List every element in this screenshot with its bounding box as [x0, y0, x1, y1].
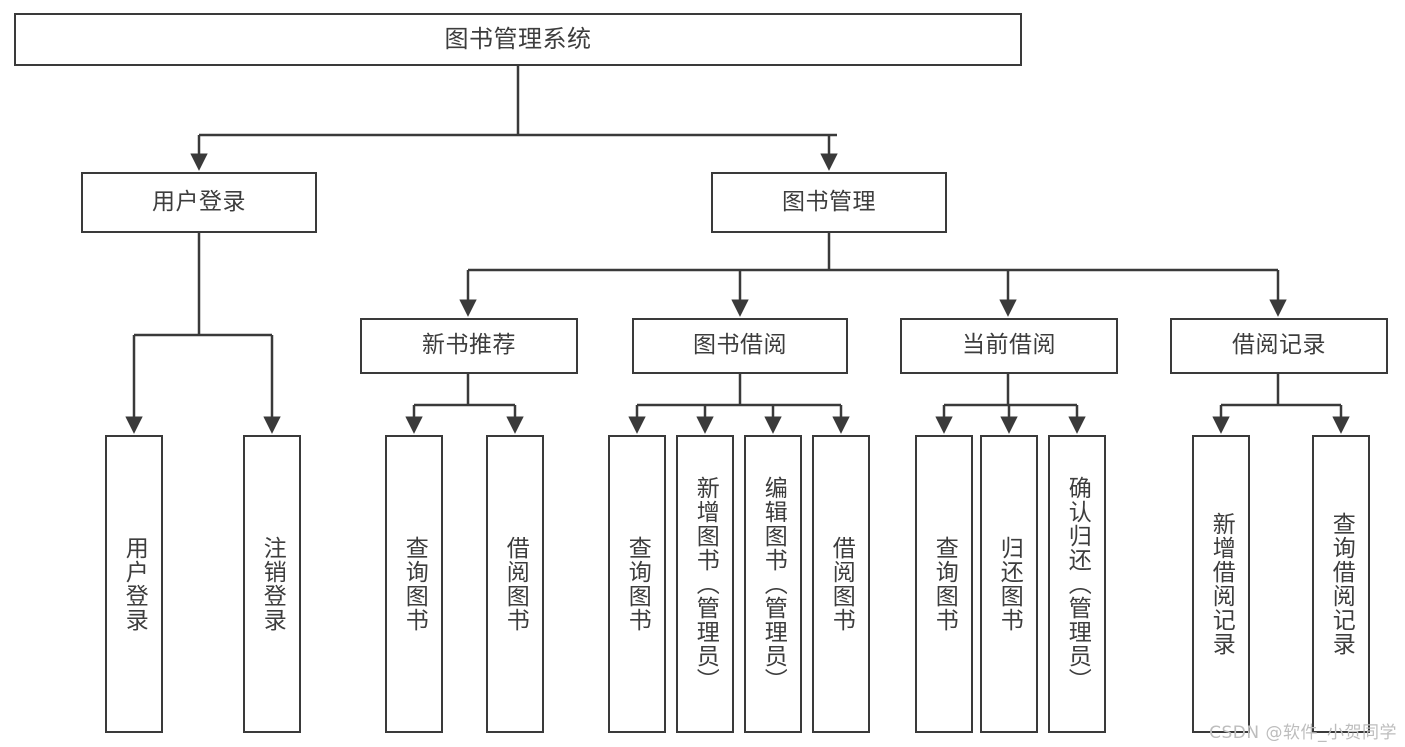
leaf-book-borrow-edit-book-admin[interactable]: 编辑图书（管理员） — [744, 435, 802, 733]
node-label: 查询借阅记录 — [1328, 512, 1355, 656]
leaf-book-borrow-add-book-admin[interactable]: 新增图书（管理员） — [676, 435, 734, 733]
node-label: 当前借阅 — [962, 332, 1056, 359]
node-book-management[interactable]: 图书管理 — [711, 172, 947, 233]
node-label: 借阅图书 — [502, 536, 529, 632]
node-label: 借阅图书 — [828, 536, 855, 632]
node-label: 借阅记录 — [1232, 332, 1326, 359]
node-label: 用户登录 — [152, 188, 246, 215]
node-label: 注销登录 — [259, 536, 286, 632]
node-label: 新增借阅记录 — [1208, 512, 1235, 656]
node-label: 新书推荐 — [422, 332, 516, 359]
node-label: 图书管理系统 — [444, 25, 592, 54]
node-label: 查询图书 — [624, 536, 651, 632]
node-root-book-management-system[interactable]: 图书管理系统 — [14, 13, 1022, 66]
leaf-user-login-logout[interactable]: 注销登录 — [243, 435, 301, 733]
leaf-new-book-query-book[interactable]: 查询图书 — [385, 435, 443, 733]
leaf-borrow-record-query-record[interactable]: 查询借阅记录 — [1312, 435, 1370, 733]
leaf-user-login-login[interactable]: 用户登录 — [105, 435, 163, 733]
node-label: 新增图书（管理员） — [692, 476, 719, 692]
node-label: 图书借阅 — [693, 332, 787, 359]
watermark: CSDN @软件_小贺同学 — [1209, 723, 1397, 743]
node-label: 用户登录 — [121, 536, 148, 632]
node-label: 编辑图书（管理员） — [760, 476, 787, 692]
node-book-borrow[interactable]: 图书借阅 — [632, 318, 848, 374]
leaf-borrow-record-add-record[interactable]: 新增借阅记录 — [1192, 435, 1250, 733]
node-label: 确认归还（管理员） — [1064, 476, 1091, 692]
node-label: 图书管理 — [782, 188, 876, 215]
leaf-book-borrow-borrow-book[interactable]: 借阅图书 — [812, 435, 870, 733]
node-label: 查询图书 — [401, 536, 428, 632]
node-new-book-recommend[interactable]: 新书推荐 — [360, 318, 578, 374]
leaf-current-borrow-return-book[interactable]: 归还图书 — [980, 435, 1038, 733]
leaf-current-borrow-confirm-return-admin[interactable]: 确认归还（管理员） — [1048, 435, 1106, 733]
node-borrow-record[interactable]: 借阅记录 — [1170, 318, 1388, 374]
leaf-current-borrow-query-book[interactable]: 查询图书 — [915, 435, 973, 733]
node-label: 查询图书 — [931, 536, 958, 632]
node-user-login[interactable]: 用户登录 — [81, 172, 317, 233]
node-label: 归还图书 — [996, 536, 1023, 632]
node-current-borrow[interactable]: 当前借阅 — [900, 318, 1118, 374]
leaf-book-borrow-query-book[interactable]: 查询图书 — [608, 435, 666, 733]
leaf-new-book-borrow-book[interactable]: 借阅图书 — [486, 435, 544, 733]
